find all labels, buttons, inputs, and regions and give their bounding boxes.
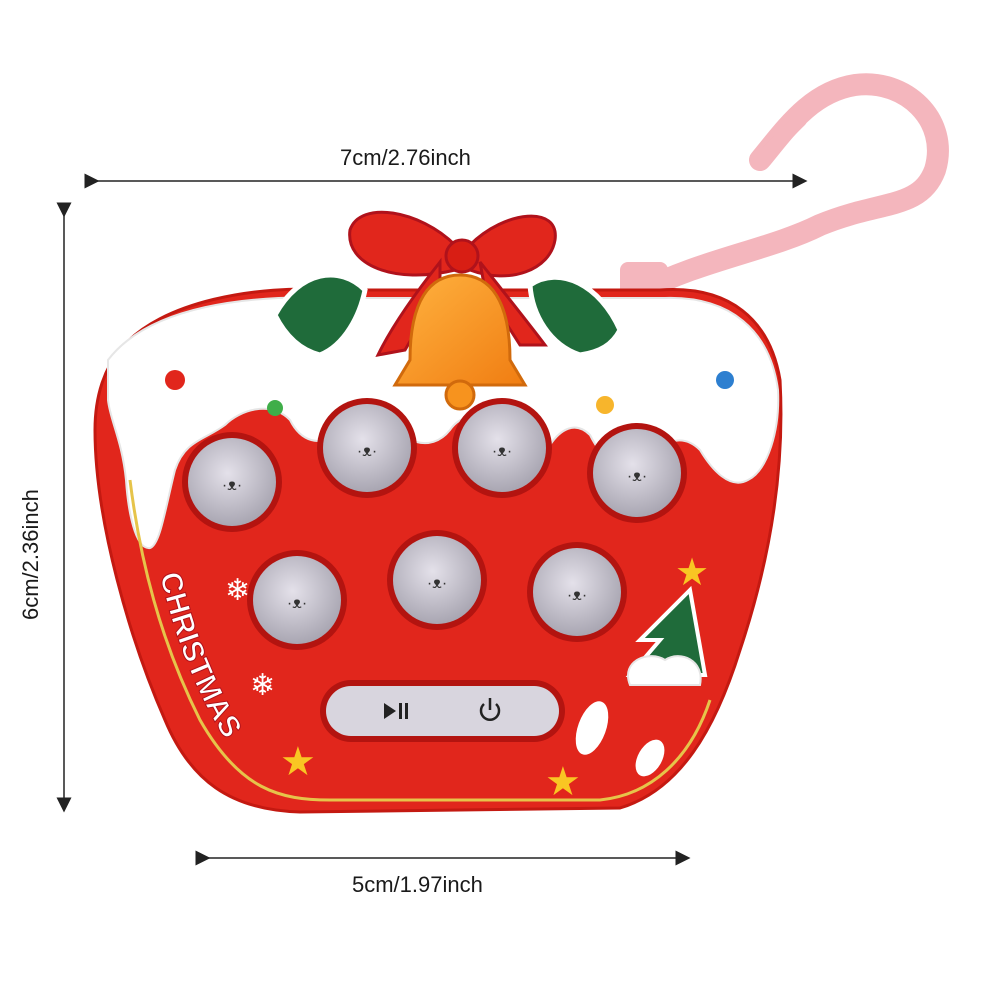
keychain-clip bbox=[620, 73, 949, 303]
bow-icon bbox=[348, 210, 557, 358]
bell-icon bbox=[392, 273, 528, 411]
base-label: 5cm/1.97inch bbox=[352, 872, 483, 897]
control-bar bbox=[320, 680, 565, 742]
svg-text:·ᴥ·: ·ᴥ· bbox=[492, 443, 512, 460]
height-label: 6cm/2.36inch bbox=[18, 489, 43, 620]
play-pause-icon[interactable] bbox=[384, 703, 408, 719]
width-label: 7cm/2.76inch bbox=[340, 145, 471, 170]
snow-dot bbox=[716, 371, 734, 389]
holly-leaf-icon bbox=[527, 274, 623, 358]
trim-line bbox=[128, 479, 712, 802]
svg-text:·ᴥ·: ·ᴥ· bbox=[357, 443, 377, 460]
power-icon[interactable] bbox=[479, 698, 501, 721]
snowflake-icon: ❄ bbox=[225, 574, 250, 607]
holly-leaf-icon bbox=[272, 272, 368, 358]
snow-dot bbox=[267, 400, 283, 416]
mole-button[interactable]: ·ᴥ· bbox=[527, 542, 627, 642]
snow-drop bbox=[635, 739, 665, 777]
svg-text:·ᴥ·: ·ᴥ· bbox=[427, 575, 447, 592]
svg-text:·ᴥ·: ·ᴥ· bbox=[627, 468, 647, 485]
mole-button[interactable]: ·ᴥ· bbox=[452, 398, 552, 498]
mole-button[interactable]: ·ᴥ· bbox=[587, 423, 687, 523]
svg-text:·ᴥ·: ·ᴥ· bbox=[287, 595, 307, 612]
snow-dot bbox=[165, 370, 185, 390]
star-icon: ★ bbox=[280, 740, 316, 784]
mole-button[interactable]: ·ᴥ· bbox=[317, 398, 417, 498]
snowflake-icon: ❄ bbox=[250, 669, 275, 702]
svg-text:·ᴥ·: ·ᴥ· bbox=[567, 587, 587, 604]
mole-button[interactable]: ·ᴥ· bbox=[247, 550, 347, 650]
star-icon: ★ bbox=[675, 552, 709, 594]
mole-button[interactable]: ·ᴥ· bbox=[182, 432, 282, 532]
star-icon: ★ bbox=[545, 760, 581, 804]
snow-dot bbox=[596, 396, 614, 414]
christmas-tree-icon bbox=[625, 585, 708, 686]
mole-button[interactable]: ·ᴥ· bbox=[387, 530, 487, 630]
svg-text:·ᴥ·: ·ᴥ· bbox=[222, 477, 242, 494]
mole-buttons: ·ᴥ· ·ᴥ· ·ᴥ· ·ᴥ· ·ᴥ· ·ᴥ· ·ᴥ· bbox=[182, 398, 687, 650]
snow-drop bbox=[575, 701, 609, 755]
